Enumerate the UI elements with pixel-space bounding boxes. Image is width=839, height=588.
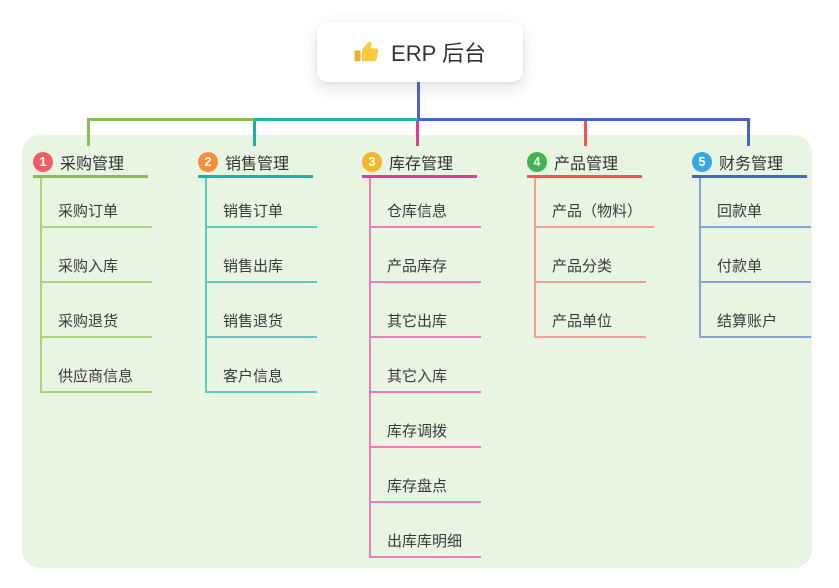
branch-purchase: 1 采购管理 采购订单 采购入库 采购退货 供应商信息 — [33, 148, 152, 393]
child-node[interactable]: 销售退货 — [207, 283, 317, 338]
branch-children-product: 产品（物料） 产品分类 产品单位 — [534, 178, 655, 338]
child-node[interactable]: 其它入库 — [371, 338, 481, 393]
branch-node-purchase[interactable]: 1 采购管理 — [33, 148, 149, 178]
branch-title: 销售管理 — [225, 155, 290, 173]
branch-node-sales[interactable]: 2 销售管理 — [198, 148, 314, 178]
branch-product: 4 产品管理 产品（物料） 产品分类 产品单位 — [527, 148, 655, 338]
child-node[interactable]: 结算账户 — [701, 283, 811, 338]
child-node[interactable]: 回款单 — [701, 178, 811, 228]
branch-number-badge: 3 — [362, 151, 382, 172]
child-node[interactable]: 采购入库 — [42, 228, 152, 283]
child-node[interactable]: 出库库明细 — [371, 503, 481, 558]
child-node[interactable]: 销售订单 — [207, 178, 317, 228]
child-node[interactable]: 产品分类 — [536, 228, 646, 283]
child-node[interactable]: 供应商信息 — [42, 338, 152, 393]
connector-drop-purchase — [87, 121, 90, 146]
branch-title: 财务管理 — [719, 155, 784, 173]
branch-node-inventory[interactable]: 3 库存管理 — [362, 148, 478, 178]
connector-horizontal-sales — [254, 118, 418, 121]
child-node[interactable]: 采购退货 — [42, 283, 152, 338]
connector-drop-product — [584, 121, 587, 146]
connector-root-line — [417, 82, 420, 121]
branch-number-badge: 5 — [692, 151, 712, 172]
root-node-label: ERP 后台 — [391, 41, 486, 66]
connector-drop-sales — [253, 121, 256, 146]
child-node[interactable]: 采购订单 — [42, 178, 152, 228]
branch-title: 产品管理 — [554, 155, 619, 173]
connector-drop-finance — [747, 121, 750, 146]
branch-title: 库存管理 — [389, 155, 454, 173]
connector-horizontal-finance — [418, 118, 750, 121]
branch-finance: 5 财务管理 回款单 付款单 结算账户 — [692, 148, 811, 338]
child-node[interactable]: 其它出库 — [371, 283, 481, 338]
child-node[interactable]: 客户信息 — [207, 338, 317, 393]
branch-number-badge: 1 — [33, 151, 53, 172]
child-node[interactable]: 库存调拨 — [371, 393, 481, 448]
child-node[interactable]: 产品（物料） — [536, 178, 655, 228]
branch-number-badge: 4 — [527, 151, 547, 172]
child-node[interactable]: 产品库存 — [371, 228, 481, 283]
branch-node-finance[interactable]: 5 财务管理 — [692, 148, 808, 178]
child-node[interactable]: 销售出库 — [207, 228, 317, 283]
connector-drop-inventory — [416, 121, 419, 146]
branches-panel — [22, 135, 812, 568]
branch-children-finance: 回款单 付款单 结算账户 — [699, 178, 811, 338]
branch-title: 采购管理 — [60, 155, 125, 173]
branch-node-product[interactable]: 4 产品管理 — [527, 148, 643, 178]
connector-horizontal-purchase — [87, 118, 254, 121]
branch-number-badge: 2 — [198, 151, 218, 172]
branch-children-purchase: 采购订单 采购入库 采购退货 供应商信息 — [40, 178, 152, 393]
child-node[interactable]: 产品单位 — [536, 283, 646, 338]
child-node[interactable]: 仓库信息 — [371, 178, 481, 228]
branch-children-inventory: 仓库信息 产品库存 其它出库 其它入库 库存调拨 库存盘点 出库库明细 — [369, 178, 481, 558]
root-node[interactable]: ERP 后台 — [317, 22, 523, 82]
child-node[interactable]: 库存盘点 — [371, 448, 481, 503]
branch-children-sales: 销售订单 销售出库 销售退货 客户信息 — [205, 178, 317, 393]
branch-inventory: 3 库存管理 仓库信息 产品库存 其它出库 其它入库 库存调拨 库存盘点 出库库… — [362, 148, 481, 558]
child-node[interactable]: 付款单 — [701, 228, 811, 283]
thumbs-up-icon — [354, 41, 379, 62]
branch-sales: 2 销售管理 销售订单 销售出库 销售退货 客户信息 — [198, 148, 317, 393]
